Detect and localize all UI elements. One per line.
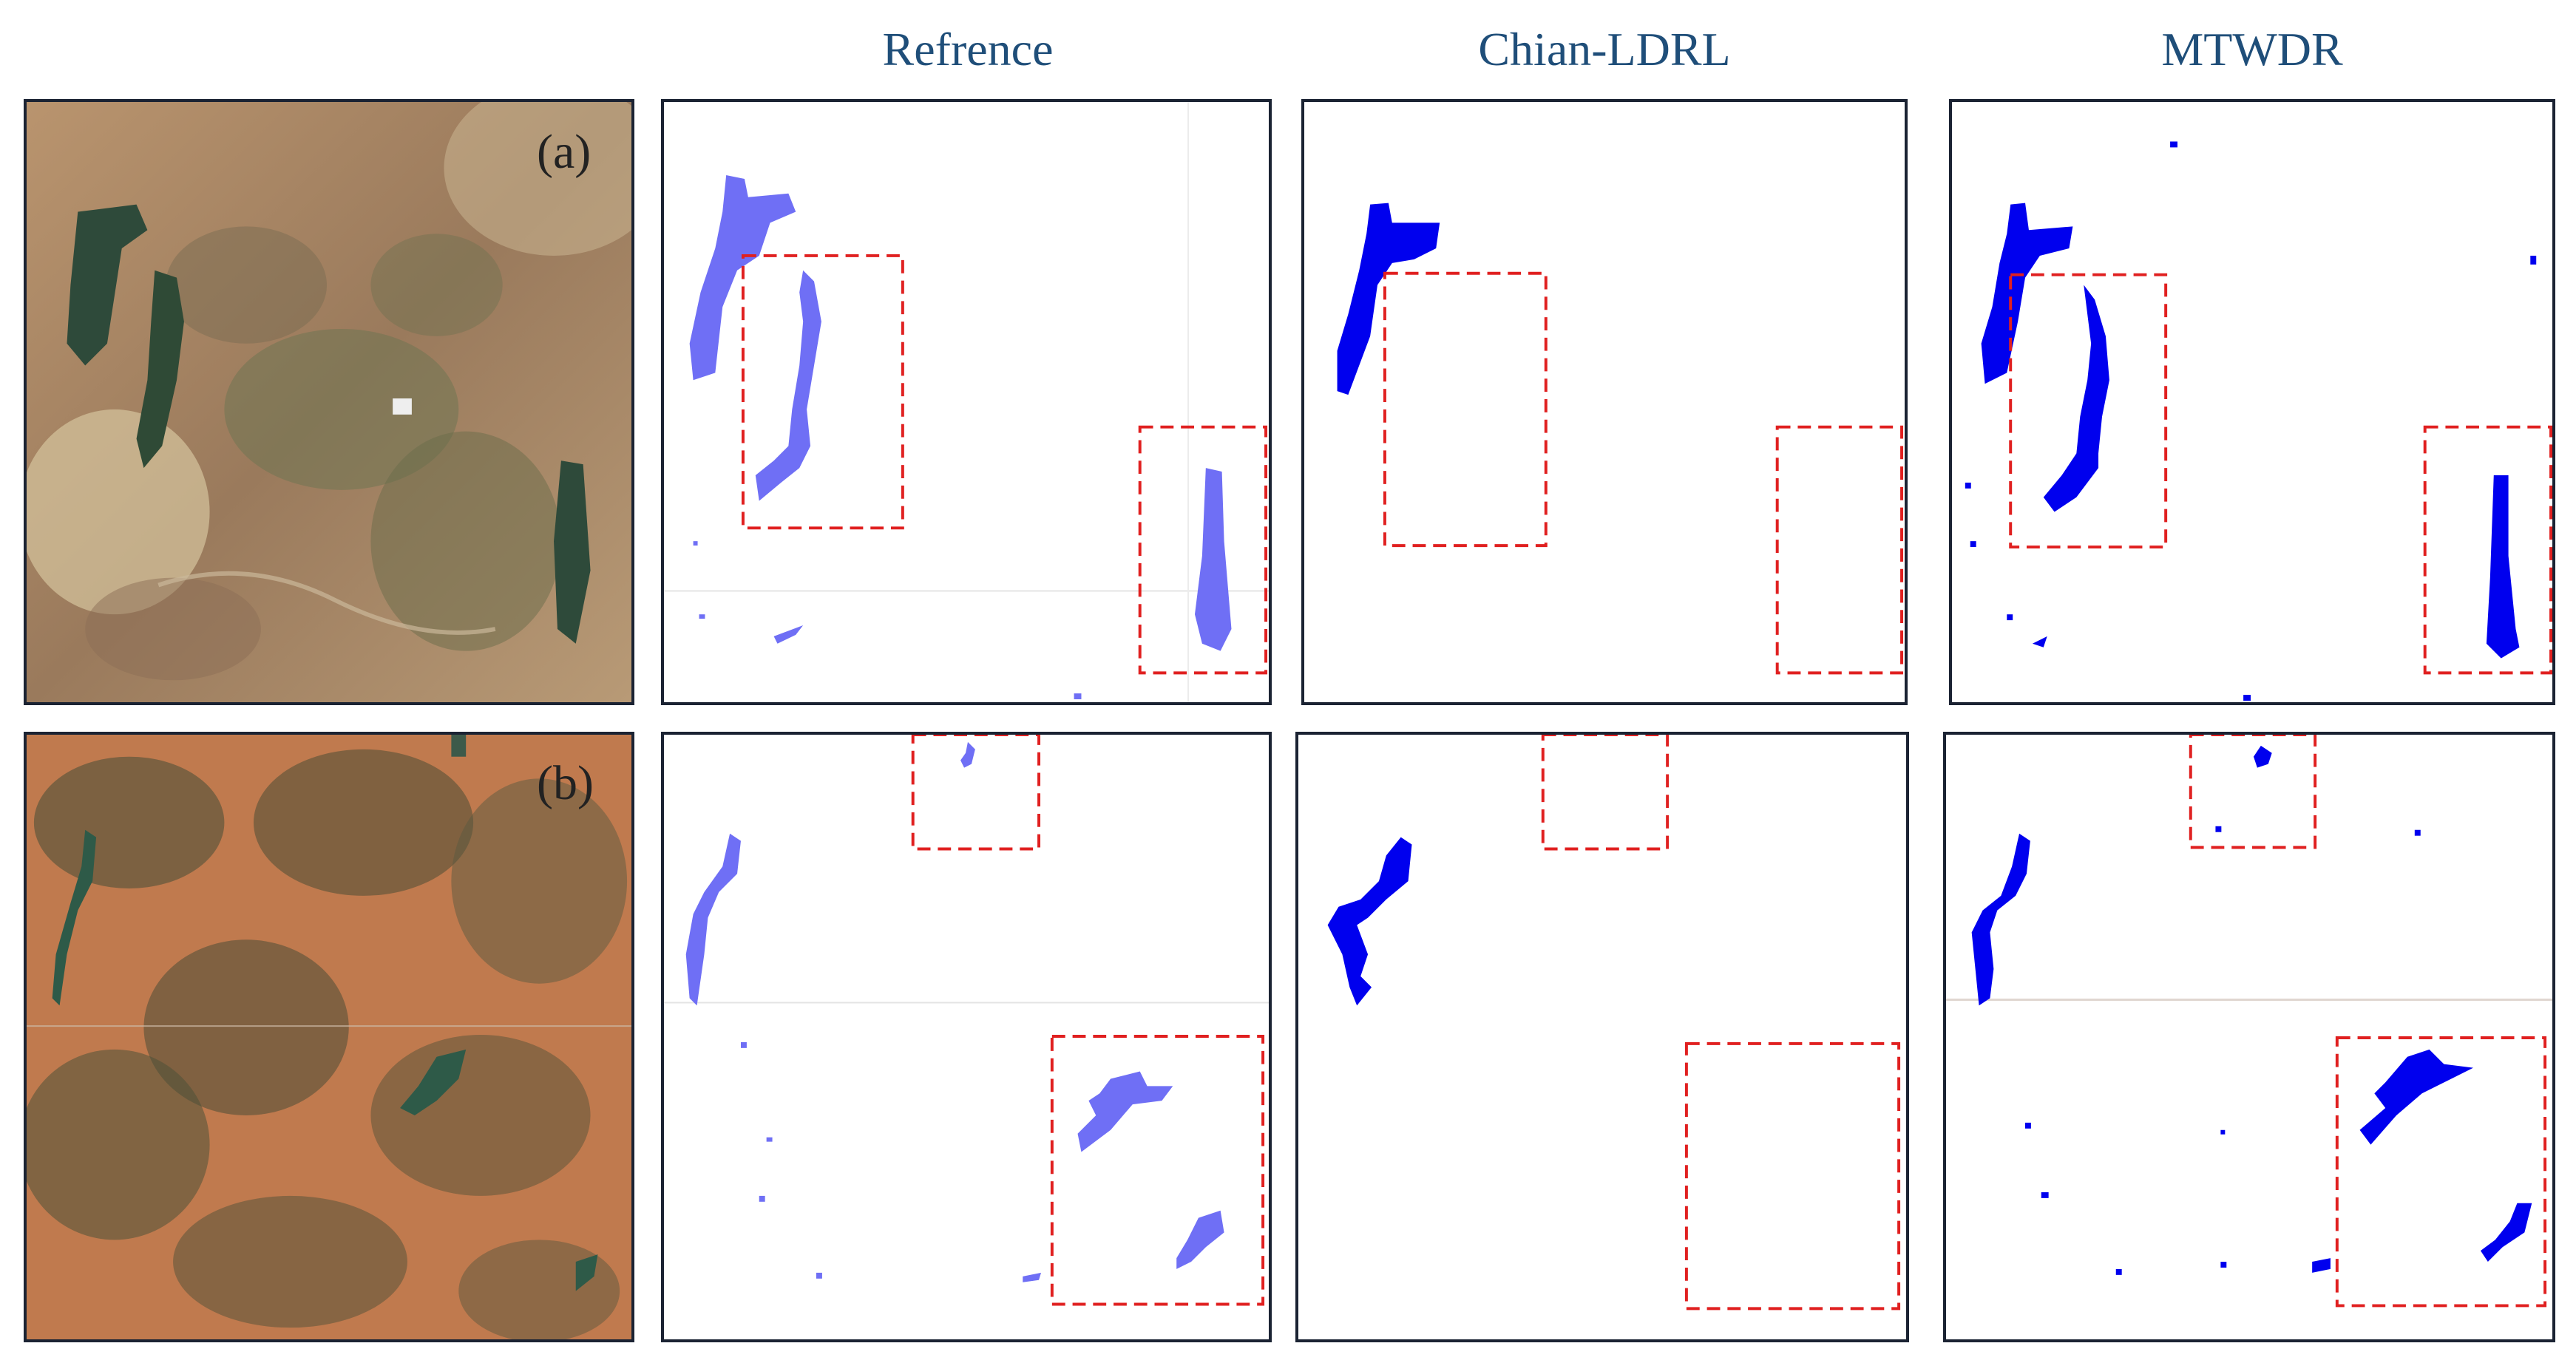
reference-map-a xyxy=(661,99,1272,705)
chian-ldrl-water-mask-b xyxy=(1327,735,1901,1311)
satellite-image-b-graphic xyxy=(27,735,631,1339)
satellite-image-b: (b) xyxy=(24,732,634,1342)
column-title-chian-ldrl: Chian-LDRL xyxy=(1478,23,1731,75)
roi-box xyxy=(1684,1041,1901,1311)
roi-box xyxy=(2189,735,2317,849)
roi-box xyxy=(911,735,1041,851)
reference-water-mask-b xyxy=(664,735,1269,1306)
roi-box xyxy=(1138,425,1268,675)
reference-map-b xyxy=(661,732,1272,1342)
roi-box xyxy=(2335,1036,2547,1308)
chian-ldrl-map-a xyxy=(1301,99,1908,705)
panel-label-a: (a) xyxy=(537,125,592,179)
roi-box xyxy=(1775,425,1904,675)
satellite-image-a-graphic xyxy=(27,102,631,702)
roi-box xyxy=(741,254,904,530)
satellite-image-a: (a) xyxy=(24,99,634,705)
roi-box xyxy=(1541,735,1670,851)
roi-box xyxy=(2423,425,2552,675)
chian-ldrl-map-b xyxy=(1295,732,1909,1342)
chian-ldrl-water-mask-a xyxy=(1337,203,1904,675)
mtwdr-water-mask-b xyxy=(1946,735,2552,1308)
mtwdr-map-a xyxy=(1949,99,2555,705)
column-title-mtwdr: MTWDR xyxy=(2161,23,2343,75)
mtwdr-map-b xyxy=(1943,732,2555,1342)
reference-water-mask-a xyxy=(664,102,1269,702)
column-title-reference: Refrence xyxy=(882,23,1054,75)
panel-label-b: (b) xyxy=(537,756,594,810)
mtwdr-water-mask-a xyxy=(1965,141,2552,701)
roi-box xyxy=(1050,1035,1265,1306)
roi-box xyxy=(1383,271,1548,548)
